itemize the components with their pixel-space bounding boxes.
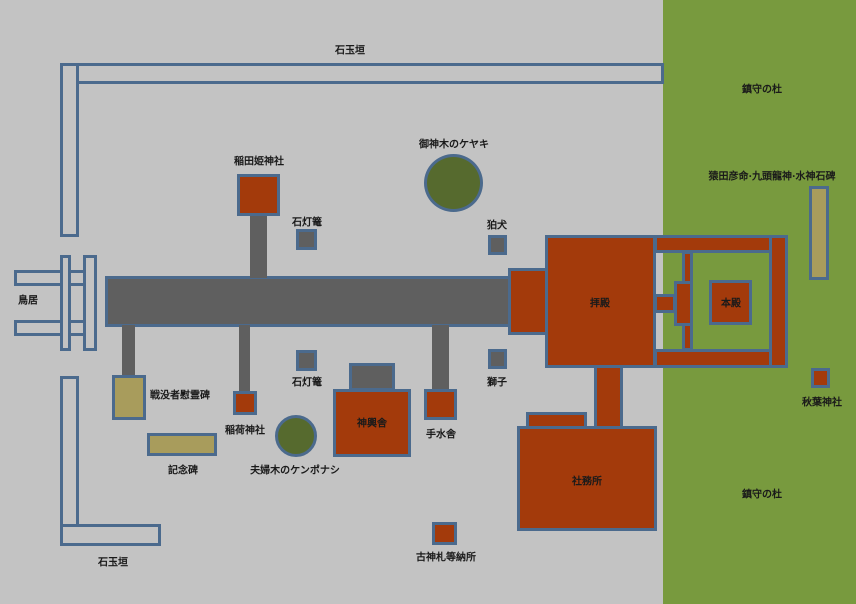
komainu xyxy=(488,235,507,255)
label-torii: 鳥居 xyxy=(18,295,38,307)
inari-shrine[interactable] xyxy=(233,391,257,415)
stone-fence-left-lower xyxy=(60,376,79,546)
label-mikoshi-house: 神輿舎 xyxy=(357,418,387,430)
label-sacred-tree: 御神木のケヤキ xyxy=(419,139,489,151)
fence-top xyxy=(654,235,788,253)
akiba-shrine[interactable] xyxy=(811,368,830,388)
stone-monuments xyxy=(809,186,829,280)
mikoshi-house[interactable] xyxy=(333,389,411,457)
stone-lantern-top xyxy=(296,229,317,250)
label-old-talisman-box: 古神札等納所 xyxy=(416,552,476,564)
label-stone-fence-top: 石玉垣 xyxy=(335,45,365,57)
stone-fence-left-upper xyxy=(60,63,79,237)
label-akiba-shrine: 秋葉神社 xyxy=(802,397,842,409)
label-inari-shrine: 稲荷神社 xyxy=(225,425,265,437)
fence-bottom xyxy=(654,349,788,368)
sacred-tree xyxy=(424,154,483,212)
stone-fence-top xyxy=(60,63,664,84)
label-honden: 本殿 xyxy=(721,298,741,310)
label-war-memorial: 戦没者慰霊碑 xyxy=(150,390,210,402)
war-memorial xyxy=(112,375,146,420)
label-komainu: 狛犬 xyxy=(487,220,507,232)
label-couple-tree: 夫婦木のケンポナシ xyxy=(250,465,340,477)
inada-shrine[interactable] xyxy=(237,174,280,216)
stone-lantern-bottom xyxy=(296,350,317,371)
label-lantern-bottom: 石灯篭 xyxy=(292,377,322,389)
main-approach-path xyxy=(105,276,511,327)
haiden-honden-link xyxy=(654,294,676,313)
temizuya[interactable] xyxy=(424,389,457,420)
fence-gate xyxy=(674,281,693,326)
label-shishi: 獅子 xyxy=(487,377,507,389)
shrine-office[interactable] xyxy=(517,426,657,531)
path-war-memorial xyxy=(122,325,135,377)
path-temizuya xyxy=(432,325,449,391)
label-inada-shrine: 稲田姫神社 xyxy=(234,156,284,168)
torii-post-2 xyxy=(83,255,97,351)
label-forest-top: 鎮守の杜 xyxy=(742,84,782,96)
path-inari xyxy=(239,325,250,393)
label-lantern-top: 石灯篭 xyxy=(292,217,322,229)
mikoshi-house-annex xyxy=(349,363,395,391)
label-monument: 記念碑 xyxy=(168,465,198,477)
label-forest-bottom: 鎮守の杜 xyxy=(742,489,782,501)
stone-fence-bottom xyxy=(60,524,161,546)
path-shrine-office xyxy=(594,365,623,429)
old-talisman-box[interactable] xyxy=(432,522,457,545)
label-temizuya: 手水舎 xyxy=(426,429,456,441)
couple-tree xyxy=(275,415,317,457)
label-shrine-office: 社務所 xyxy=(572,476,602,488)
path-inada xyxy=(250,214,267,278)
label-haiden: 拝殿 xyxy=(590,298,610,310)
label-stone-fence-bottom: 石玉垣 xyxy=(98,557,128,569)
label-stone-monuments: 猿田彦命·九頭龍神·水神石碑 xyxy=(708,171,836,183)
monument xyxy=(147,433,217,456)
fence-right xyxy=(769,235,788,368)
shishi xyxy=(488,349,507,369)
honden[interactable] xyxy=(709,280,752,325)
haiden-entrance xyxy=(508,268,548,335)
torii-post-1 xyxy=(60,255,71,351)
forest-area xyxy=(663,0,856,604)
